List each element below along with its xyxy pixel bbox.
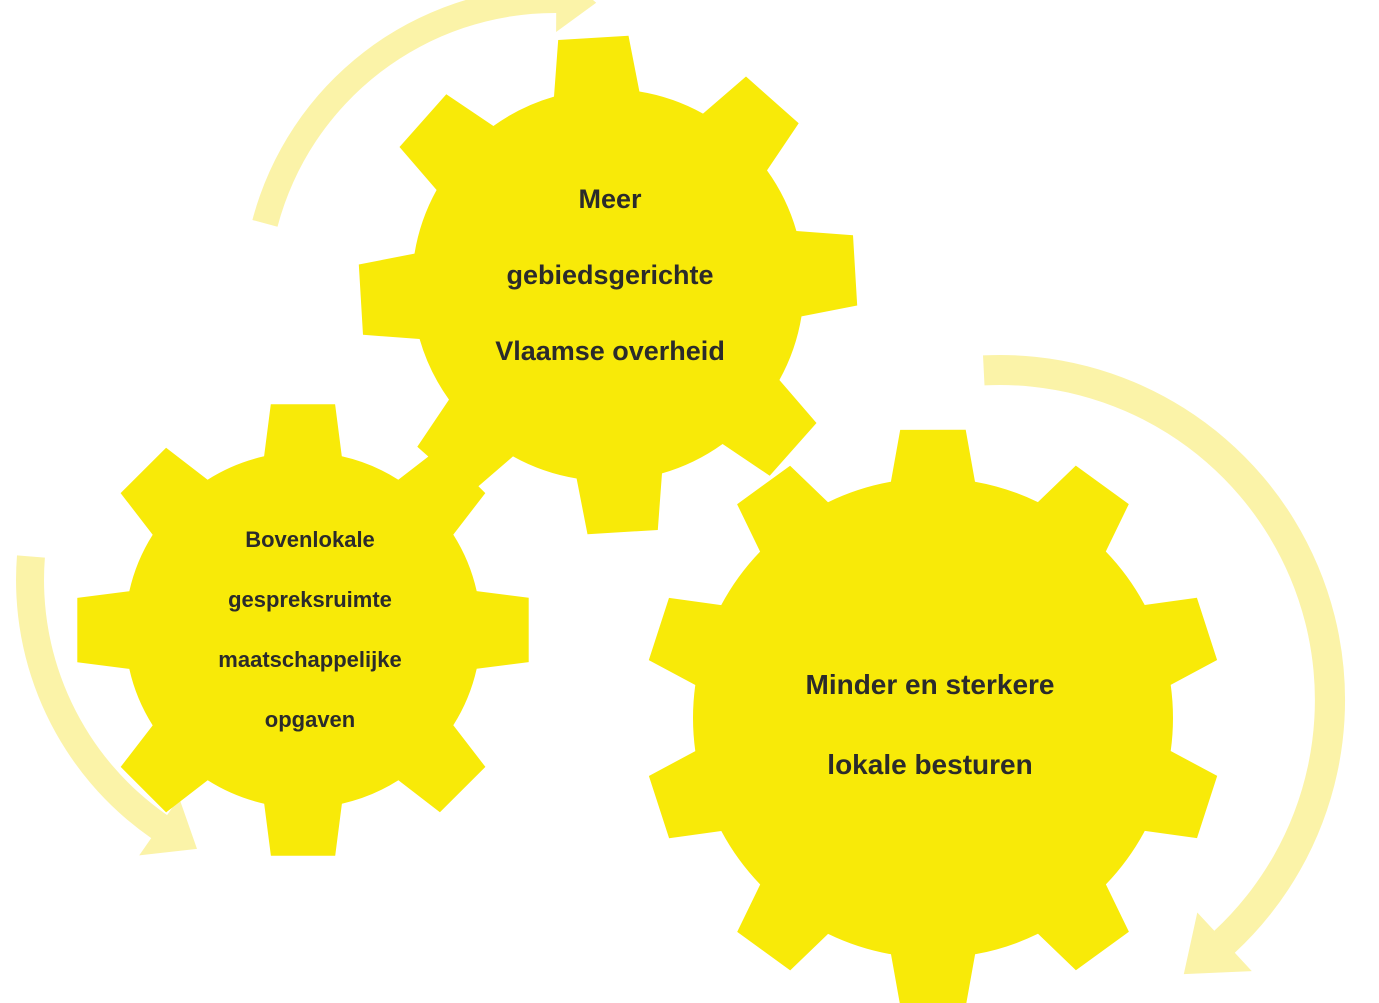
gear-left	[77, 404, 529, 856]
bottom-left-arrow	[16, 555, 197, 856]
gears-layer	[77, 35, 1218, 1003]
top-left-arrow	[252, 0, 597, 227]
gear-label-left: Bovenlokale gespreksruimte maatschappeli…	[160, 527, 460, 732]
gear-top-line-2: gebiedsgerichte	[506, 260, 714, 290]
arrows-layer	[16, 0, 1346, 975]
gear-top	[358, 35, 858, 535]
gear-right-line-1: Minder en sterkere	[805, 669, 1055, 700]
gear-right-line-2: lokale besturen	[827, 749, 1033, 780]
gear-label-right: Minder en sterkere lokale besturen	[760, 669, 1100, 780]
gear-right	[648, 429, 1218, 1003]
gear-top-line-3: Vlaamse overheid	[495, 336, 725, 366]
gear-left-line-1: Bovenlokale	[245, 527, 375, 552]
right-arrow	[983, 354, 1346, 975]
gear-top-line-1: Meer	[578, 184, 642, 214]
gear-left-line-2: gespreksruimte	[228, 587, 392, 612]
gear-left-line-3: maatschappelijke	[218, 647, 402, 672]
gear-left-line-4: opgaven	[264, 707, 356, 732]
gear-label-top: Meer gebiedsgerichte Vlaamse overheid	[440, 184, 780, 366]
